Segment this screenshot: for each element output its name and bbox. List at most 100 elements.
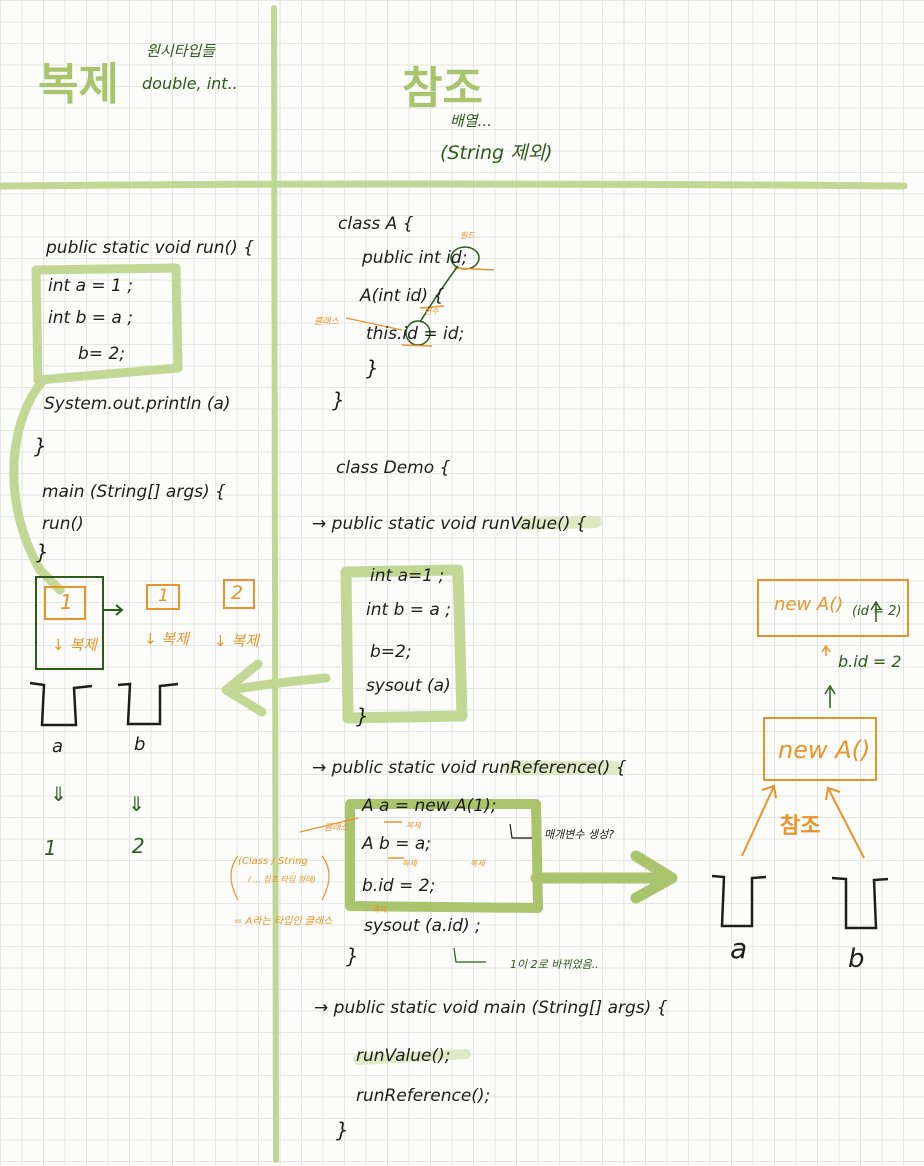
left-code-line-6: main (String[] args) {	[42, 482, 226, 502]
id-link-curve	[419, 265, 459, 323]
slot-a	[29, 681, 93, 727]
right-title: 참조	[402, 63, 483, 114]
heap-box-top	[757, 579, 909, 637]
var-a-label: a	[52, 736, 64, 757]
klass-arrow	[345, 317, 403, 331]
runref-body-2: b.id = 2;	[362, 876, 436, 896]
value-box-1-label: 1	[60, 590, 73, 614]
ref-note-copy-4: 복제	[372, 905, 387, 914]
arrow-b-down: ⇓	[128, 792, 145, 816]
slot-ref-a	[711, 874, 767, 928]
value-box-2	[146, 584, 180, 610]
param-underline	[419, 305, 445, 309]
value-box-3-label: 2	[231, 582, 244, 604]
runvalue-highlight-box	[340, 564, 468, 724]
ref-var-a: a	[730, 932, 748, 965]
main-signature: → public static void main (String[] args…	[314, 998, 668, 1018]
runvalue-body-3: sysout (a)	[366, 676, 451, 696]
runref-highlight-box	[345, 799, 543, 913]
runvalue-body-0: int a=1 ;	[370, 566, 445, 586]
result-bracket	[453, 947, 486, 963]
left-code-line-3: b= 2;	[78, 344, 125, 364]
arrow-up-top	[821, 644, 831, 656]
highlight-main-runvalue	[353, 1049, 471, 1065]
heap-b-id-2: b.id = 2	[838, 652, 902, 671]
ref-note-copy-3: 복제	[470, 859, 485, 868]
klass-arrow-2	[299, 817, 359, 833]
ref-note-result: 1이 2로 바뀌었음..	[510, 958, 599, 971]
ref-label: 참조	[780, 814, 821, 839]
ref-arrow-right	[825, 786, 865, 859]
ref-note-paren-line2: / ... 참조 타입 형태)	[248, 875, 316, 884]
left-code-line-4: System.out.println (a)	[44, 394, 231, 414]
main-close: }	[336, 1118, 349, 1142]
class-a-line-2: A(int id) {	[360, 286, 445, 306]
left-arrow-stroke	[225, 673, 331, 695]
runvalue-signature: → public static void runValue() {	[312, 514, 587, 534]
heap-id-eq-2: (id = 2)	[852, 604, 902, 619]
left-code-line-5: }	[34, 434, 47, 458]
heap-new-a-mid: new A()	[778, 736, 871, 764]
value-box-1	[44, 586, 86, 620]
right-note-line2: (String 제외)	[440, 142, 553, 164]
heap-box-mid	[763, 717, 877, 781]
arrow-up-green-2	[824, 684, 836, 708]
class-a-note-field: 필드	[460, 231, 475, 240]
heap-new-a-top: new A()	[774, 594, 844, 615]
slot-b	[117, 682, 179, 726]
main-body-0: runValue();	[356, 1046, 451, 1066]
runref-close: }	[346, 944, 359, 968]
this-id-underline	[401, 344, 433, 347]
runvalue-body-2: b=2;	[370, 642, 412, 662]
runref-body-1: A b = a;	[362, 834, 432, 854]
left-code-line-8: }	[36, 540, 49, 564]
left-code-line-7: run()	[42, 514, 84, 534]
main-body-1: runReference();	[356, 1086, 491, 1106]
value-box-2-label: 1	[158, 586, 169, 606]
value-box-3	[223, 579, 255, 609]
runref-body-3: sysout (a.id) ;	[364, 916, 481, 936]
right-arrow-head	[630, 850, 678, 904]
vertical-divider	[271, 5, 279, 1163]
runref-signature: → public static void runReference() {	[312, 758, 627, 778]
left-note-line1: 원시타입들	[146, 42, 216, 60]
ref-note-param-question: 매개변수 생성?	[544, 828, 615, 841]
arrow-up-green-1	[870, 600, 882, 622]
left-flow-curve	[9, 377, 65, 595]
class-a-line-5: }	[332, 388, 345, 412]
horizontal-divider	[0, 180, 908, 190]
ref-note-paren-line1: (Class / String	[238, 856, 308, 867]
left-code-line-1: int a = 1 ;	[48, 276, 133, 296]
left-code-line-2: int b = a ;	[48, 308, 133, 328]
ref-note-copy-2: 복제	[402, 859, 417, 868]
class-a-note-param: 변수	[424, 307, 439, 316]
slot-ref-b	[831, 876, 889, 930]
ref-note-copy-1: 복제	[406, 821, 421, 830]
runref-body-0: A a = new A(1);	[362, 796, 497, 816]
runvalue-close: }	[356, 704, 369, 728]
copy-label-3: ↓ 복제	[214, 632, 259, 650]
copy-label-2: ↓ 복제	[144, 630, 189, 648]
param-bracket	[509, 823, 532, 839]
value-b: 2	[132, 834, 145, 858]
paren-note-brace	[230, 855, 330, 901]
demo-header: class Demo {	[336, 458, 451, 478]
id-underline	[453, 267, 495, 271]
ref-note-klass: 클래스	[324, 823, 349, 833]
arrow-a-down: ⇓	[50, 782, 67, 806]
copy-label-1: ↓ 복제	[52, 636, 97, 654]
left-note-line2: double, int..	[142, 74, 238, 93]
runvalue-body-1: int b = a ;	[366, 600, 451, 620]
stack-frame-box	[35, 576, 104, 670]
ref-arrow-left	[741, 784, 777, 857]
left-title: 복제	[38, 59, 119, 110]
ref-note-eq: = A라는 타입인 클래스	[234, 916, 333, 927]
left-arrow-head	[221, 659, 267, 717]
class-a-line-1: public int id;	[362, 248, 468, 268]
left-highlight-box	[31, 263, 183, 385]
left-code-line-0: public static void run() {	[46, 238, 255, 258]
right-note-line1: 배열...	[450, 112, 492, 130]
value-a: 1	[44, 836, 57, 860]
